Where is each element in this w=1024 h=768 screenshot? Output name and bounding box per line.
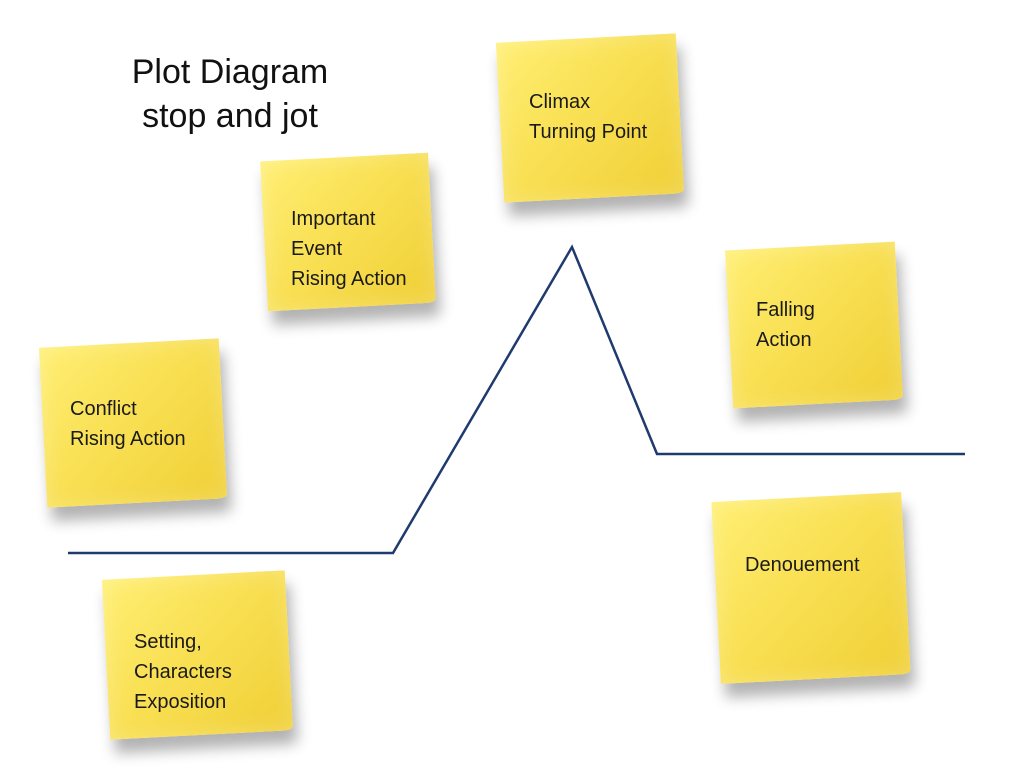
note-text-important-event: Important Event Rising Action <box>291 208 407 290</box>
note-text-denouement: Denouement <box>745 554 860 576</box>
note-text-falling-action: Falling Action <box>756 299 815 351</box>
sticky-note-denouement <box>711 492 911 684</box>
note-text-exposition: Setting, Characters Exposition <box>134 631 232 713</box>
note-text-conflict: Conflict Rising Action <box>70 398 186 450</box>
title-line-2: stop and jot <box>142 97 318 135</box>
title-line-1: Plot Diagram <box>131 53 329 91</box>
note-text-climax: Climax Turning Point <box>529 91 648 143</box>
diagram-title: Plot Diagram stop and jot <box>100 50 360 138</box>
plot-arc <box>68 244 965 555</box>
